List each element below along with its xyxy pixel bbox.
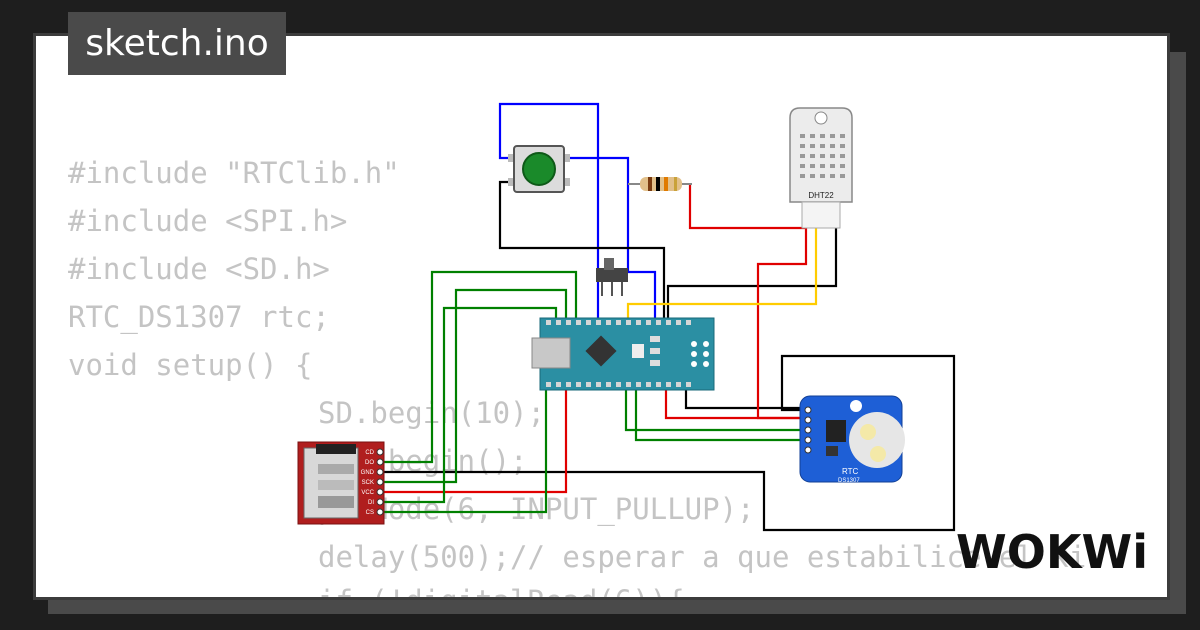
code-line: RTC_DS1307 rtc; <box>68 300 330 334</box>
preview-card: #include "RTClib.h" #include <SPI.h> #in… <box>33 33 1170 600</box>
code-line: #include <SD.h> <box>68 252 330 286</box>
circuit-diagram: DHT22 <box>297 102 956 532</box>
arduino-nano <box>531 317 715 391</box>
wire-red <box>382 388 568 494</box>
wire-red <box>664 388 802 420</box>
wire-green <box>624 388 802 432</box>
wire-green <box>382 388 548 514</box>
rtc-label: RTC <box>842 467 859 476</box>
dht22-label: DHT22 <box>808 191 834 200</box>
wire-green <box>382 288 568 484</box>
wire-green <box>382 270 578 464</box>
wire-green <box>382 306 558 504</box>
rtc-sublabel: DS1307 <box>838 478 860 484</box>
sd-pin-label: DI <box>368 500 374 506</box>
resistor <box>628 177 692 191</box>
sketch-title-tab: sketch.ino <box>68 12 286 75</box>
sd-pin-label: DO <box>365 460 374 466</box>
wokwi-logo: WOKWi <box>956 525 1148 579</box>
wire-green <box>634 388 802 442</box>
wire-black <box>498 180 666 322</box>
code-line: void setup() { <box>68 348 313 382</box>
code-line: #include "RTClib.h" <box>68 156 400 190</box>
rtc-ds1307-module: RTC DS1307 <box>799 395 905 484</box>
code-line: if (!digitalRead(6)){ <box>318 584 685 597</box>
sd-pin-label: CS <box>366 510 374 516</box>
wire-yellow <box>626 228 818 322</box>
sd-card-module: CD DO GND SCK VCC DI CS <box>297 441 385 525</box>
code-line: #include <SPI.h> <box>68 204 348 238</box>
sd-pin-label: SCK <box>362 480 374 486</box>
wokwi-logo-text: WOKWi <box>956 525 1148 579</box>
wire-black <box>666 228 838 322</box>
pushbutton <box>508 145 570 193</box>
slide-switch <box>596 258 628 296</box>
wire-black <box>382 354 956 532</box>
sd-pin-label: VCC <box>361 490 374 496</box>
wire-black <box>684 388 802 410</box>
dht22-sensor: DHT22 <box>789 107 853 229</box>
code-line: delay(500);// esperar a que estabilice e… <box>318 540 1087 574</box>
sd-pin-label: CD <box>365 450 374 456</box>
wire-blue <box>498 102 600 322</box>
sd-pin-label: GND <box>361 470 375 476</box>
